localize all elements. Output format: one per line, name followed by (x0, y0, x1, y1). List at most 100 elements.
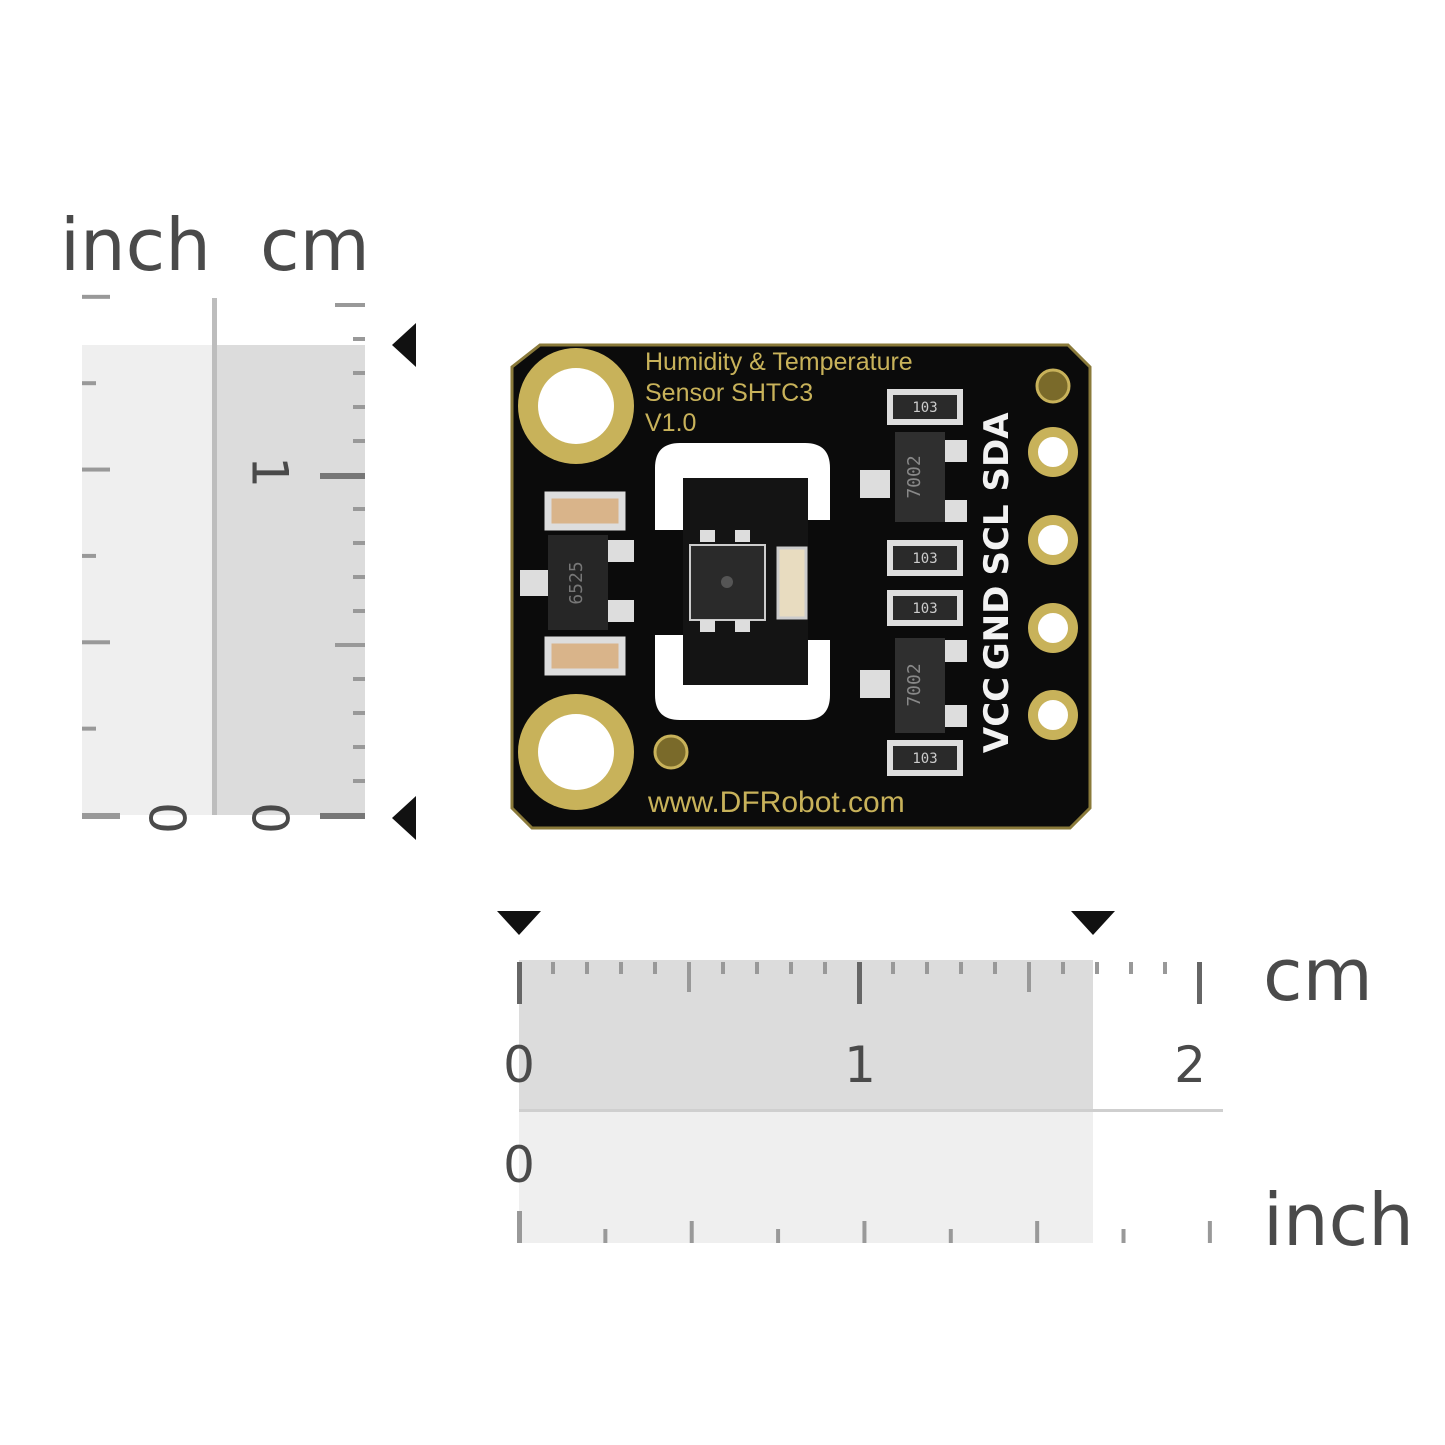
cm-tick (353, 371, 365, 375)
header-pins (1028, 427, 1078, 740)
resistor (887, 389, 963, 425)
cm-tick (320, 813, 365, 819)
cm-tick (320, 473, 365, 479)
pin-label-scl: SCL (977, 504, 1017, 575)
vertical-cm-label: cm (260, 203, 370, 287)
cm-tick (1163, 962, 1167, 974)
mosfet-marking: 7002 (904, 663, 925, 706)
capacitor (544, 491, 626, 531)
right-marker-arrow-icon (1071, 911, 1115, 935)
horizontal-cm-label: cm (1263, 933, 1373, 1017)
board-title-line2: Sensor SHTC3 (645, 379, 813, 407)
cm-band (215, 345, 365, 815)
via (653, 734, 689, 770)
cm-label-0: 0 (503, 1036, 535, 1094)
board-title-line1: Humidity & Temperature (645, 348, 913, 376)
ruler-divider (212, 298, 217, 815)
cm-tick (585, 962, 589, 974)
cm-tick (517, 962, 522, 1004)
vertical-cm-one: 1 (241, 456, 299, 488)
pin-label-vcc: VCC (977, 677, 1017, 753)
capacitor (544, 636, 626, 676)
board-website: www.DFRobot.com (647, 786, 905, 819)
cm-tick (925, 962, 929, 974)
cm-tick (619, 962, 623, 974)
cm-tick (721, 962, 725, 974)
inch-tick (776, 1229, 781, 1243)
horizontal-ticks (517, 962, 1212, 1243)
cm-tick (551, 962, 555, 974)
vertical-inch-label: inch (60, 203, 211, 287)
cm-tick (823, 962, 827, 974)
cm-tick (993, 962, 997, 974)
resistor (887, 540, 963, 576)
inch-tick (82, 640, 110, 645)
cm-tick (353, 405, 365, 409)
cm-tick (353, 711, 365, 715)
cm-tick (857, 962, 862, 1004)
pin-label-sda: SDA (977, 412, 1017, 492)
top-marker-arrow-icon (392, 323, 416, 367)
vertical-inch-zero: 0 (138, 802, 196, 834)
capacitor (776, 546, 808, 620)
inch-tick (603, 1229, 608, 1243)
pin-label-gnd: GND (977, 586, 1017, 671)
cm-tick (353, 439, 365, 443)
inch-label-0: 0 (503, 1136, 535, 1194)
inch-tick (82, 553, 96, 558)
cm-tick (353, 541, 365, 545)
cm-tick (353, 745, 365, 749)
mosfet-marking: 7002 (904, 455, 925, 498)
cm-tick (1095, 962, 1099, 974)
cm-tick (789, 962, 793, 974)
inch-tick (82, 381, 96, 386)
cm-tick (1197, 962, 1202, 1004)
cm-label-1: 1 (844, 1036, 876, 1094)
mosfet (895, 638, 945, 733)
cm-tick (353, 609, 365, 613)
board-version: V1.0 (645, 409, 696, 437)
resistor-marking: 103 (912, 400, 937, 416)
cm-tick (353, 337, 365, 341)
resistor-marking: 103 (912, 751, 937, 767)
inch-band (519, 1110, 1093, 1243)
via (1035, 368, 1071, 404)
resistor-marking: 103 (912, 601, 937, 617)
cm-tick (353, 575, 365, 579)
cm-tick (335, 643, 365, 647)
cm-tick (353, 677, 365, 681)
inch-tick (82, 294, 110, 299)
cm-tick (1061, 962, 1065, 974)
cm-tick (353, 779, 365, 783)
inch-tick (517, 1211, 522, 1243)
cm-band (519, 960, 1093, 1110)
cm-tick (335, 303, 365, 307)
inch-tick (82, 813, 120, 819)
inch-tick (82, 467, 110, 472)
ruler-divider (519, 1109, 1223, 1112)
resistor-marking: 103 (912, 551, 937, 567)
cm-label-2: 2 (1174, 1036, 1206, 1094)
vertical-ruler: inch cm 0 0 1 (60, 203, 416, 840)
cm-tick (1027, 962, 1031, 992)
left-marker-arrow-icon (497, 911, 541, 935)
sensor-board: 6525 103 103 103 103 7002 7002 Humidity … (510, 343, 1092, 830)
inch-tick (862, 1221, 867, 1243)
cm-tick (687, 962, 691, 992)
cm-tick (755, 962, 759, 974)
horizontal-ruler: 0 1 2 0 cm inch (497, 911, 1414, 1262)
thermal-cutout (655, 443, 830, 720)
regulator-marking: 6525 (566, 561, 587, 604)
cm-tick (353, 507, 365, 511)
inch-tick (1035, 1221, 1040, 1243)
inch-tick (1121, 1229, 1126, 1243)
vertical-ticks (82, 294, 365, 819)
mosfet (895, 432, 945, 522)
cm-tick (959, 962, 963, 974)
horizontal-inch-label: inch (1263, 1178, 1414, 1262)
resistor (887, 590, 963, 626)
inch-tick (82, 726, 96, 731)
vertical-cm-zero: 0 (241, 802, 299, 834)
cm-tick (653, 962, 657, 974)
